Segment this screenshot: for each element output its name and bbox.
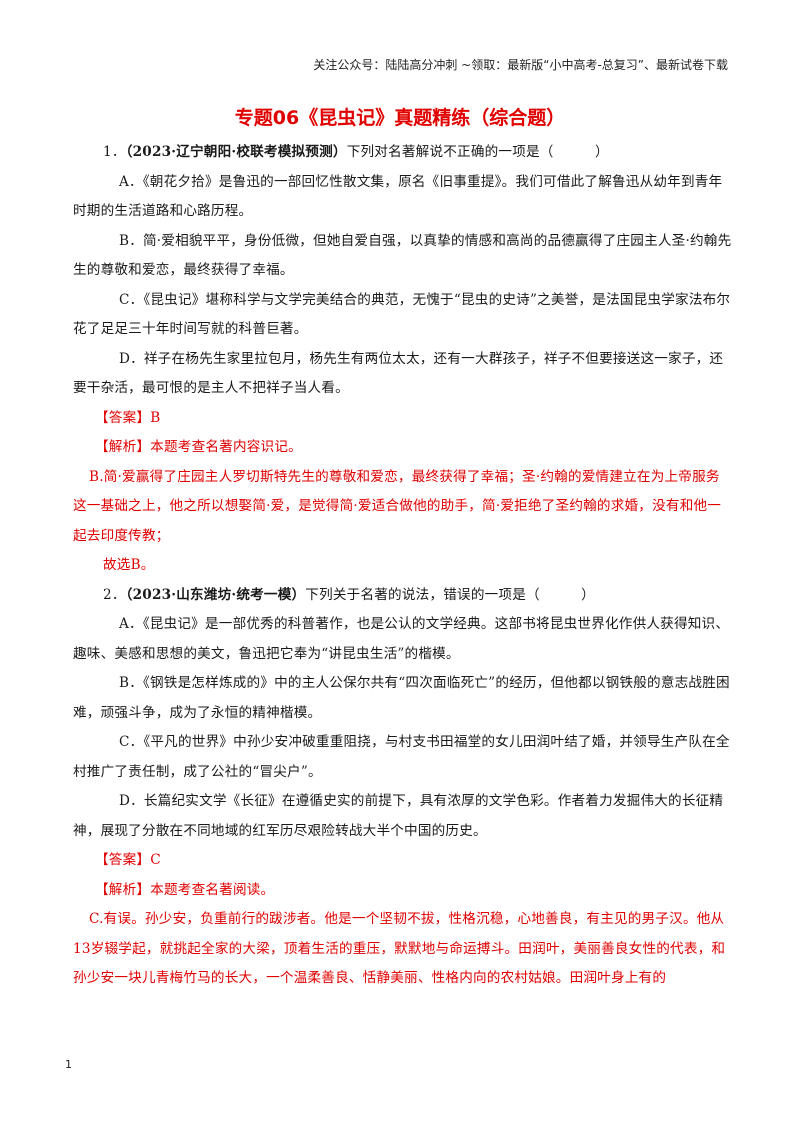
- question-1-analysis-detail: B.简·爱赢得了庄园主人罗切斯特先生的尊敬和爱恋，最终获得了幸福；圣·约翰的爱情…: [73, 468, 722, 544]
- question-2-option-b: B．《钢铁是怎样炼成的》中的主人公保尔共有“四次面临死亡”的经历，但他都以钢铁般…: [73, 675, 730, 721]
- question-1-option-a: A．《朝花夕拾》是鲁迅的一部回忆性散文集，原名《旧事重提》。我们可借此了解鲁迅从…: [73, 173, 723, 220]
- question-2-analysis-detail: C.有误。孙少安，负重前行的跋涉者。他是一个坚韧不拔，性格沉稳，心地善良，有主见…: [73, 911, 726, 986]
- question-1-analysis: 【解析】本题考查名著内容识记。: [73, 433, 733, 463]
- question-1-option-d: D．祥子在杨先生家里拉包月，杨先生有两位太太，还有一大群孩子，祥子不但要接送这一…: [73, 350, 724, 397]
- question-source: （2023·辽宁朝阳·校联考模拟预测）: [125, 144, 347, 160]
- answer-label: 【答案】: [95, 409, 151, 426]
- header-note: 关注公众号：陆陆高分冲刺 ~领取：最新版“小中高考-总复习”、最新试卷下载: [313, 58, 728, 72]
- analysis-text: 本题考查名著内容识记。: [150, 439, 302, 455]
- question-number: 1．: [103, 144, 126, 160]
- question-source: （2023·山东潍坊·统考一模）: [125, 586, 306, 603]
- analysis-text: 本题考查名著阅读。: [150, 881, 275, 898]
- question-2-option-d: D．长篇纪实文学《长征》在遵循史实的前提下，具有浓厚的文学色彩。作者着力发掘伟大…: [73, 793, 724, 839]
- question-text: 下列对名著解说不正确的一项是（ ）: [346, 144, 609, 160]
- question-1-stem: 1．（2023·辽宁朝阳·校联考模拟预测）下列对名著解说不正确的一项是（ ）: [73, 138, 733, 168]
- analysis-label: 【解析】: [95, 881, 151, 898]
- question-1-conclusion: 故选B。: [103, 557, 155, 573]
- question-1-option-b: B．简·爱相貌平平，身份低微，但她自爱自强，以真挚的情感和高尚的品德赢得了庄园主…: [73, 232, 732, 279]
- question-text: 下列关于名著的说法，错误的一项是（ ）: [305, 586, 595, 603]
- document-body: 1．（2023·辽宁朝阳·校联考模拟预测）下列对名著解说不正确的一项是（ ） A…: [73, 138, 733, 994]
- question-1-option-c: C．《昆虫记》堪称科学与文学完美结合的典范，无愧于“昆虫的史诗”之美誉，是法国昆…: [73, 291, 731, 338]
- answer-value: C: [150, 852, 161, 868]
- question-2-answer: 【答案】C: [73, 846, 733, 876]
- analysis-label: 【解析】: [95, 439, 151, 455]
- question-2-option-c: C．《平凡的世界》中孙少安冲破重重阻挠，与村支书田福堂的女儿田润叶结了婚，并领导…: [73, 734, 730, 780]
- question-1-answer: 【答案】B: [73, 404, 733, 434]
- answer-label: 【答案】: [95, 852, 151, 868]
- question-2-stem: 2．（2023·山东潍坊·统考一模）下列关于名著的说法，错误的一项是（ ）: [73, 581, 733, 611]
- page-number: 1: [65, 1058, 72, 1071]
- question-2-option-a: A．《昆虫记》是一部优秀的科普著作，也是公认的文学经典。这部书将昆虫世界化作供人…: [73, 616, 730, 662]
- question-number: 2．: [103, 586, 126, 603]
- answer-value: B: [150, 409, 161, 426]
- question-2-analysis: 【解析】本题考查名著阅读。: [73, 876, 733, 906]
- page-title: 专题06《昆虫记》真题精练（综合题）: [234, 107, 566, 129]
